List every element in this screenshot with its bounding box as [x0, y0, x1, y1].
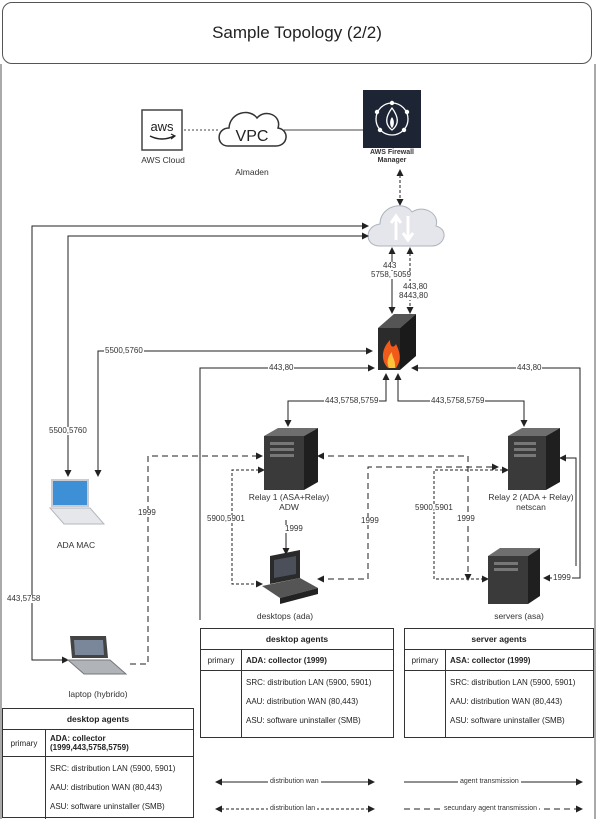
- servers-label: servers (asa): [494, 611, 544, 621]
- edge-label-cloud-fw-1: 443: [382, 261, 398, 270]
- panel-item: AAU: distribution WAN (80,443): [50, 783, 163, 792]
- legend-secondary-agent-transmission: secundary agent transmission: [442, 805, 539, 812]
- vpc-text: VPC: [236, 128, 269, 145]
- hybrid-laptop-icon: [66, 636, 128, 675]
- laptop-label: laptop (hybrido): [68, 689, 128, 699]
- collector-label: ADA: collector (1999,443,5758,5759): [50, 734, 129, 752]
- firewall-appliance-icon: [378, 314, 416, 370]
- edge-label-right-relay2: 443,80: [516, 363, 543, 372]
- aws-cloud-icon: aws: [141, 109, 183, 151]
- panel-item: AAU: distribution WAN (80,443): [246, 697, 359, 706]
- page-title: Sample Topology (2/2): [2, 2, 592, 64]
- legend-distribution-wan: distribution wan: [268, 778, 321, 785]
- edge-label-cloud-fw-3: 443,80: [402, 282, 429, 291]
- panel-item: SRC: distribution LAN (5900, 5901): [50, 764, 176, 773]
- ada-mac-label: ADA MAC: [56, 540, 96, 550]
- aws-cloud-label: AWS Cloud: [141, 155, 185, 165]
- edge-label-laptop-relay1: 1999: [137, 508, 157, 517]
- panel-item: ASU: software uninstaller (SMB): [450, 716, 565, 725]
- collector-label: ADA: collector (1999): [246, 655, 327, 665]
- edge-label-cloud-fw-4: 8443,80: [398, 291, 429, 300]
- server-agents-panel: server agents primary ASA: collector (19…: [404, 628, 594, 738]
- panel-item: SRC: distribution LAN (5900, 5901): [450, 678, 576, 687]
- internet-cloud-icon: [367, 205, 445, 247]
- relay1-server-icon: [264, 428, 318, 490]
- edge-label-laptop-cloud: 443,5758: [6, 594, 42, 603]
- primary-label: primary: [201, 650, 242, 670]
- edge-label-mac-cloud: 5500,5760: [48, 426, 88, 435]
- edge-label-fw-relay1: 443,5758,5759: [324, 396, 380, 405]
- desktop-workstation-icon: [262, 550, 318, 604]
- firewall-manager-label: AWS Firewall Manager: [370, 149, 414, 165]
- desktops-label: desktops (ada): [256, 611, 314, 621]
- primary-label: primary: [405, 650, 446, 670]
- desktop-agents-panel: desktop agents primary ADA: collector (1…: [200, 628, 394, 738]
- panel-header: desktop agents: [201, 629, 393, 650]
- panel-item: ASU: software uninstaller (SMB): [246, 716, 361, 725]
- collector-label: ASA: collector (1999): [450, 655, 531, 665]
- edge-label-relay1-desktops-left: 5900,5901: [206, 514, 246, 523]
- relay1-label: Relay 1 (ASA+Relay) ADW: [248, 492, 330, 512]
- firewall-manager-icon: [363, 90, 421, 148]
- desktop-agents-panel-left: desktop agents primary ADA: collector (1…: [2, 708, 194, 819]
- aws-text: aws: [150, 119, 174, 134]
- edge-label-desktops-relay2: 1999: [360, 516, 380, 525]
- edge-label-relay1-desktops: 1999: [284, 524, 304, 533]
- vpc-cloud-icon: VPC: [218, 111, 287, 147]
- mac-laptop-icon: [48, 479, 106, 525]
- edge-label-servers-relay2: 1999: [552, 573, 572, 582]
- panel-header: desktop agents: [3, 709, 193, 730]
- panel-item: SRC: distribution LAN (5900, 5901): [246, 678, 372, 687]
- edge-label-fw-relay2: 443,5758,5759: [430, 396, 486, 405]
- legend-distribution-lan: distribution lan: [268, 805, 318, 812]
- edge-label-cloud-fw-2: 5758, 5059: [370, 270, 413, 279]
- vpc-label: Almaden: [235, 167, 269, 177]
- legend-agent-transmission: agent transmission: [458, 778, 521, 785]
- relay2-label: Relay 2 (ADA + Relay) netscan: [488, 492, 574, 512]
- primary-label: primary: [3, 730, 46, 756]
- edge-label-mac-fw: 5500,5760: [104, 346, 144, 355]
- panel-item: AAU: distribution WAN (80,443): [450, 697, 563, 706]
- edge-label-relay1-servers: 1999: [456, 514, 476, 523]
- relay2-server-icon: [508, 428, 560, 490]
- servers-tower-icon: [488, 548, 540, 604]
- edge-label-relay2-servers: 5900,5901: [414, 503, 454, 512]
- panel-item: ASU: software uninstaller (SMB): [50, 802, 165, 811]
- panel-header: server agents: [405, 629, 593, 650]
- edge-label-left-relay1: 443,80: [268, 363, 295, 372]
